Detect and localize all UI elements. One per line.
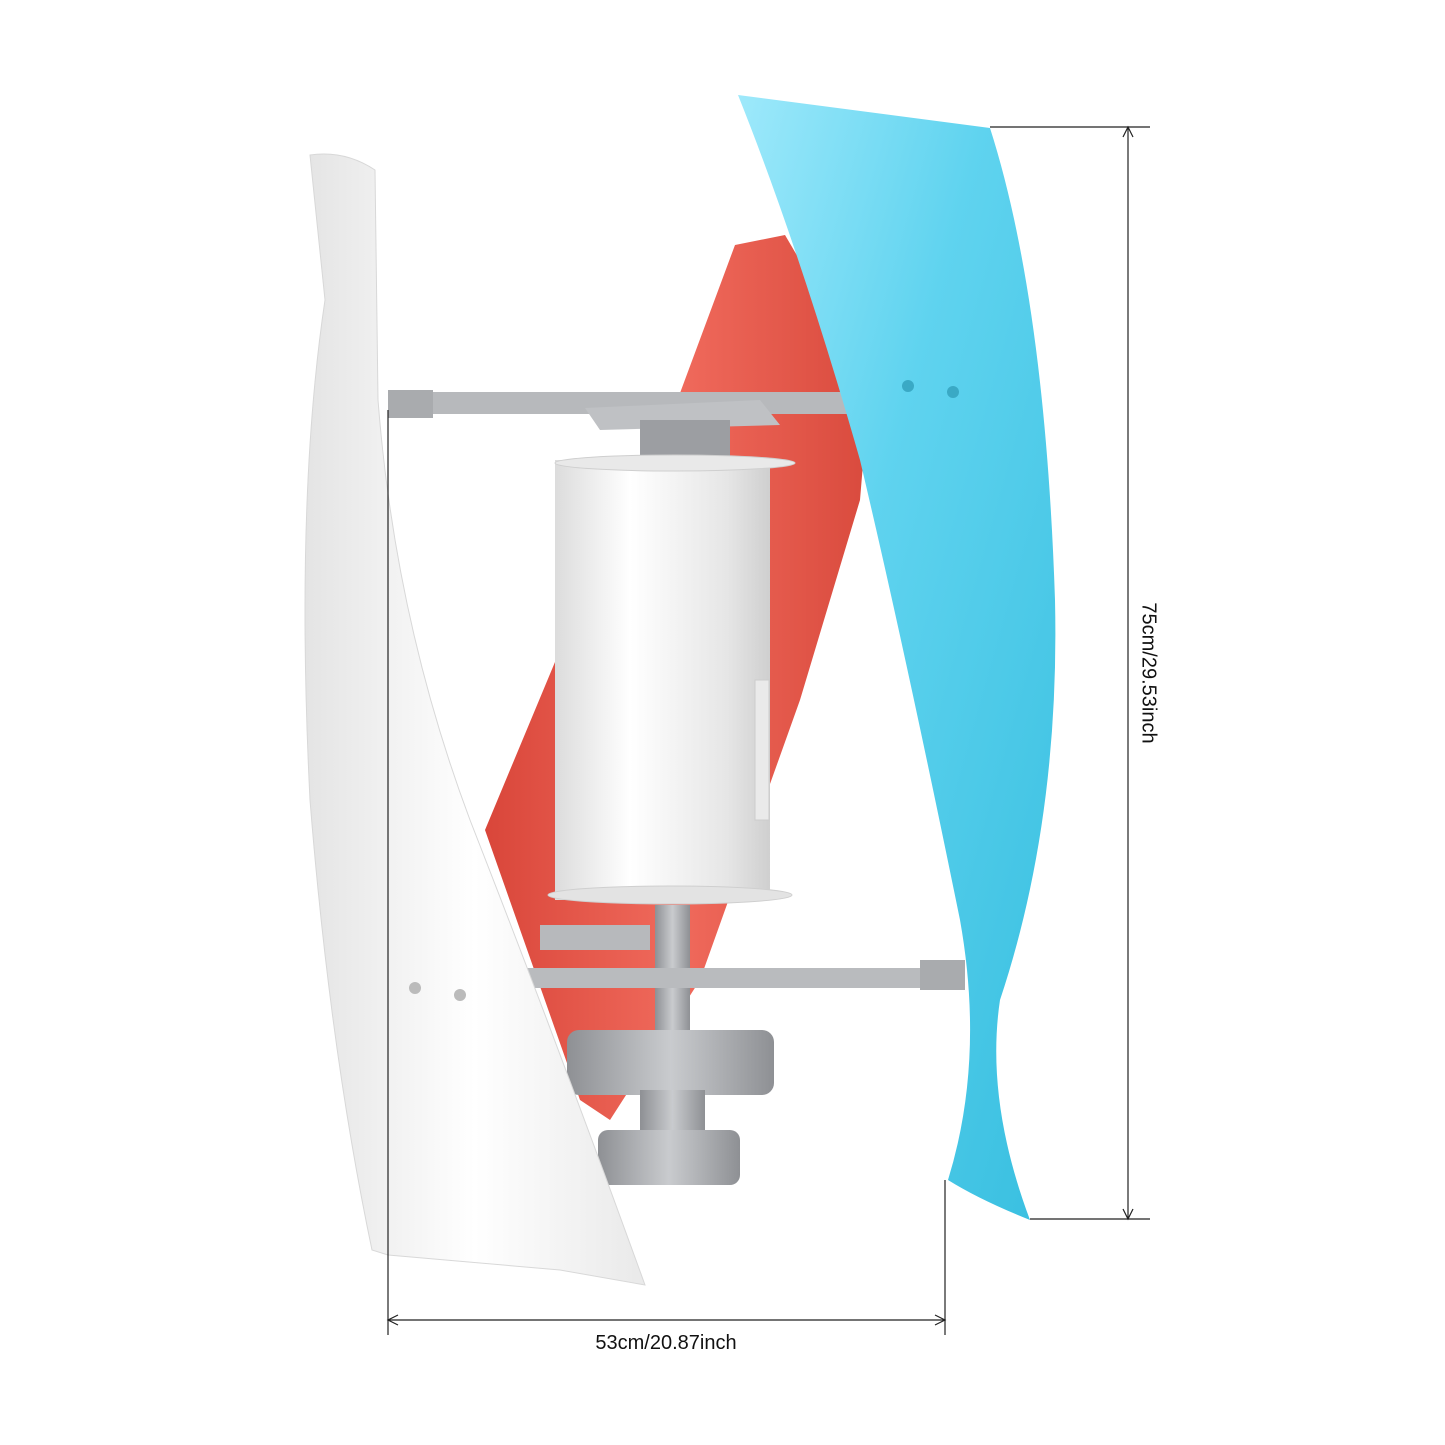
white-blade <box>304 153 646 1286</box>
height-label: 75cm/29.53inch <box>1137 602 1160 744</box>
bolt-icon <box>409 982 421 994</box>
bolt-icon <box>947 386 959 398</box>
generator-housing <box>547 454 796 905</box>
lower-arm <box>520 905 965 1045</box>
width-label: 53cm/20.87inch <box>595 1332 737 1354</box>
bolt-icon <box>454 989 466 1001</box>
height-dimension-line <box>990 125 1150 1221</box>
generator-base <box>567 1030 774 1185</box>
upper-arm <box>388 390 848 460</box>
bolt-icon <box>902 380 914 392</box>
blue-blade <box>738 95 1056 1220</box>
width-dimension-line <box>386 410 947 1335</box>
